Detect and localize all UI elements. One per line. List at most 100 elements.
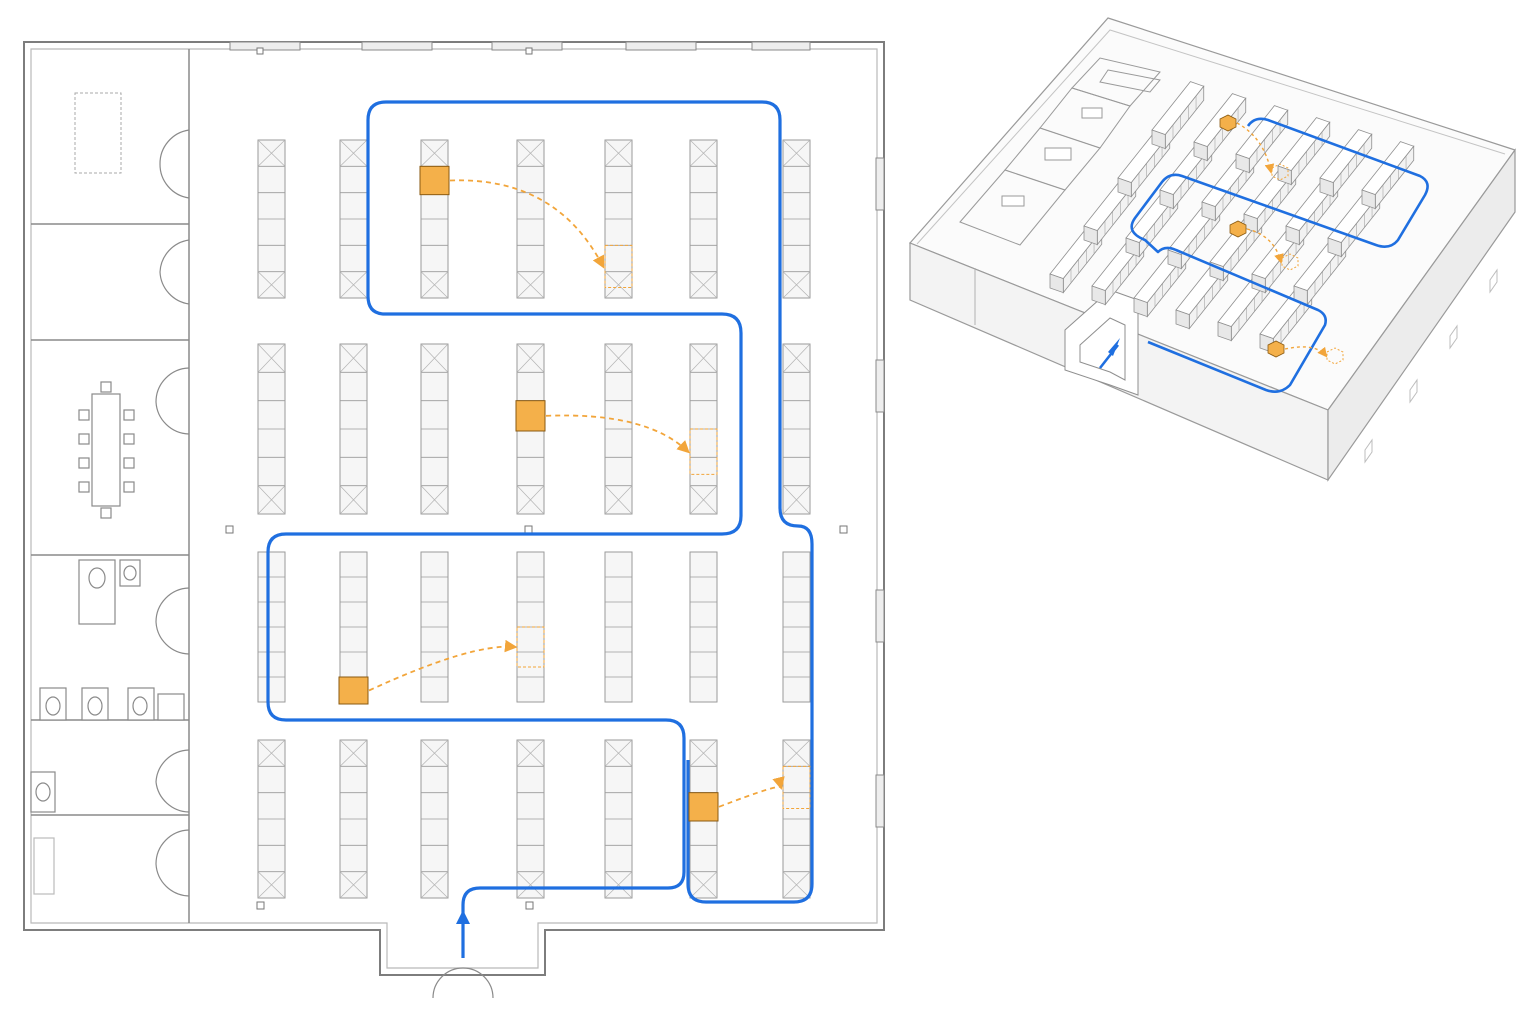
iso-right-wall	[1327, 148, 1516, 482]
iso-rack-end	[1243, 213, 1258, 234]
iso-rack-end	[1193, 141, 1208, 162]
pick-source-slot	[419, 165, 450, 196]
rack-cross-mark	[604, 139, 633, 167]
rack-cross-mark	[339, 739, 368, 767]
iso-inner-wall	[916, 29, 1506, 245]
rack-cross-mark	[257, 871, 286, 899]
rack-cross-mark	[689, 343, 718, 373]
rack-cross-mark	[604, 271, 633, 299]
rack-cross-mark	[516, 871, 545, 899]
rack	[420, 343, 449, 515]
iso-entrance	[1064, 289, 1139, 396]
sink-icon	[30, 771, 56, 895]
iso-pick-target	[1271, 163, 1289, 181]
rack	[516, 739, 545, 899]
pick-move-arrow	[718, 776, 785, 808]
iso-rack-end	[1201, 201, 1216, 222]
entry-arrow-up-icon	[456, 910, 470, 924]
iso-pick-arrow	[1236, 122, 1275, 174]
structural-columns	[225, 47, 848, 910]
storage-area-outline	[74, 92, 122, 174]
rack-cross-mark	[420, 871, 449, 899]
rack-cross-mark	[339, 271, 368, 299]
rack-cross-mark	[420, 271, 449, 299]
rack-cross-mark	[339, 871, 368, 899]
iso-rack-end	[1285, 225, 1300, 246]
rack-cross-mark	[782, 871, 811, 899]
rack	[604, 343, 633, 515]
iso-pick-source	[1229, 220, 1247, 238]
iso-office-rooms	[959, 57, 1161, 246]
rack	[782, 343, 811, 515]
iso-pick-moves	[1219, 114, 1344, 365]
rack-cross-mark	[782, 343, 811, 373]
rack-grid	[257, 139, 811, 899]
pick-move-arrow	[545, 414, 690, 454]
rack-cross-mark	[420, 343, 449, 373]
pick-moves	[338, 165, 811, 822]
rack-cross-mark	[604, 343, 633, 373]
rack	[257, 343, 286, 515]
iso-rack-end	[1091, 285, 1106, 306]
iso-pick-source	[1219, 114, 1237, 132]
rack-cross-mark	[689, 871, 718, 899]
iso-pick-arrow	[1284, 346, 1328, 358]
rack	[339, 343, 368, 515]
rack	[257, 739, 286, 899]
iso-rack-end	[1083, 225, 1098, 246]
rack-cross-mark	[782, 485, 811, 515]
rack	[420, 739, 449, 899]
iso-entry-arrow-up-icon	[1108, 338, 1120, 356]
rack-cross-mark	[516, 139, 545, 167]
iso-pick-source	[1267, 340, 1285, 358]
rack	[604, 139, 633, 299]
rack-cross-mark	[257, 343, 286, 373]
iso-pick-arrow	[1246, 228, 1284, 264]
rack	[257, 551, 286, 703]
floor-plan	[23, 41, 885, 999]
rack-cross-mark	[689, 139, 718, 167]
office-rooms	[31, 49, 190, 923]
iso-rack-end	[1361, 189, 1376, 210]
rack-cross-mark	[257, 485, 286, 515]
isometric-view	[908, 17, 1516, 482]
rack-cross-mark	[516, 271, 545, 299]
rack-cross-mark	[604, 485, 633, 515]
rack	[782, 551, 811, 703]
rack-cross-mark	[257, 139, 286, 167]
rack-cross-mark	[782, 739, 811, 767]
pick-move-arrow	[368, 639, 518, 692]
iso-rack-end	[1117, 177, 1132, 198]
rack-cross-mark	[689, 271, 718, 299]
rack	[782, 139, 811, 299]
iso-rack-end	[1133, 297, 1148, 318]
rack-cross-mark	[782, 271, 811, 299]
pick-route	[266, 100, 814, 958]
rack-cross-mark	[339, 343, 368, 373]
iso-rack	[1151, 81, 1205, 150]
rack-cross-mark	[782, 139, 811, 167]
rack	[782, 739, 811, 899]
rack-cross-mark	[257, 739, 286, 767]
rack	[604, 739, 633, 899]
rack	[689, 139, 718, 299]
rack	[516, 139, 545, 299]
pick-target-slot	[516, 626, 545, 668]
rack-cross-mark	[689, 739, 718, 767]
iso-windows	[1364, 268, 1498, 464]
rack-cross-mark	[257, 271, 286, 299]
rack	[339, 739, 368, 899]
rack-cross-mark	[420, 139, 449, 167]
iso-rack-end	[1235, 153, 1250, 174]
rack-cross-mark	[339, 139, 368, 167]
pick-source-slot	[338, 676, 369, 705]
outer-wall	[23, 41, 885, 976]
rack-cross-mark	[516, 343, 545, 373]
rack-cross-mark	[604, 739, 633, 767]
iso-rack-end	[1217, 321, 1232, 342]
top-windows	[229, 41, 811, 51]
iso-rack-end	[1151, 129, 1166, 150]
iso-rack-end	[1125, 237, 1140, 258]
pick-source-slot	[515, 400, 546, 432]
